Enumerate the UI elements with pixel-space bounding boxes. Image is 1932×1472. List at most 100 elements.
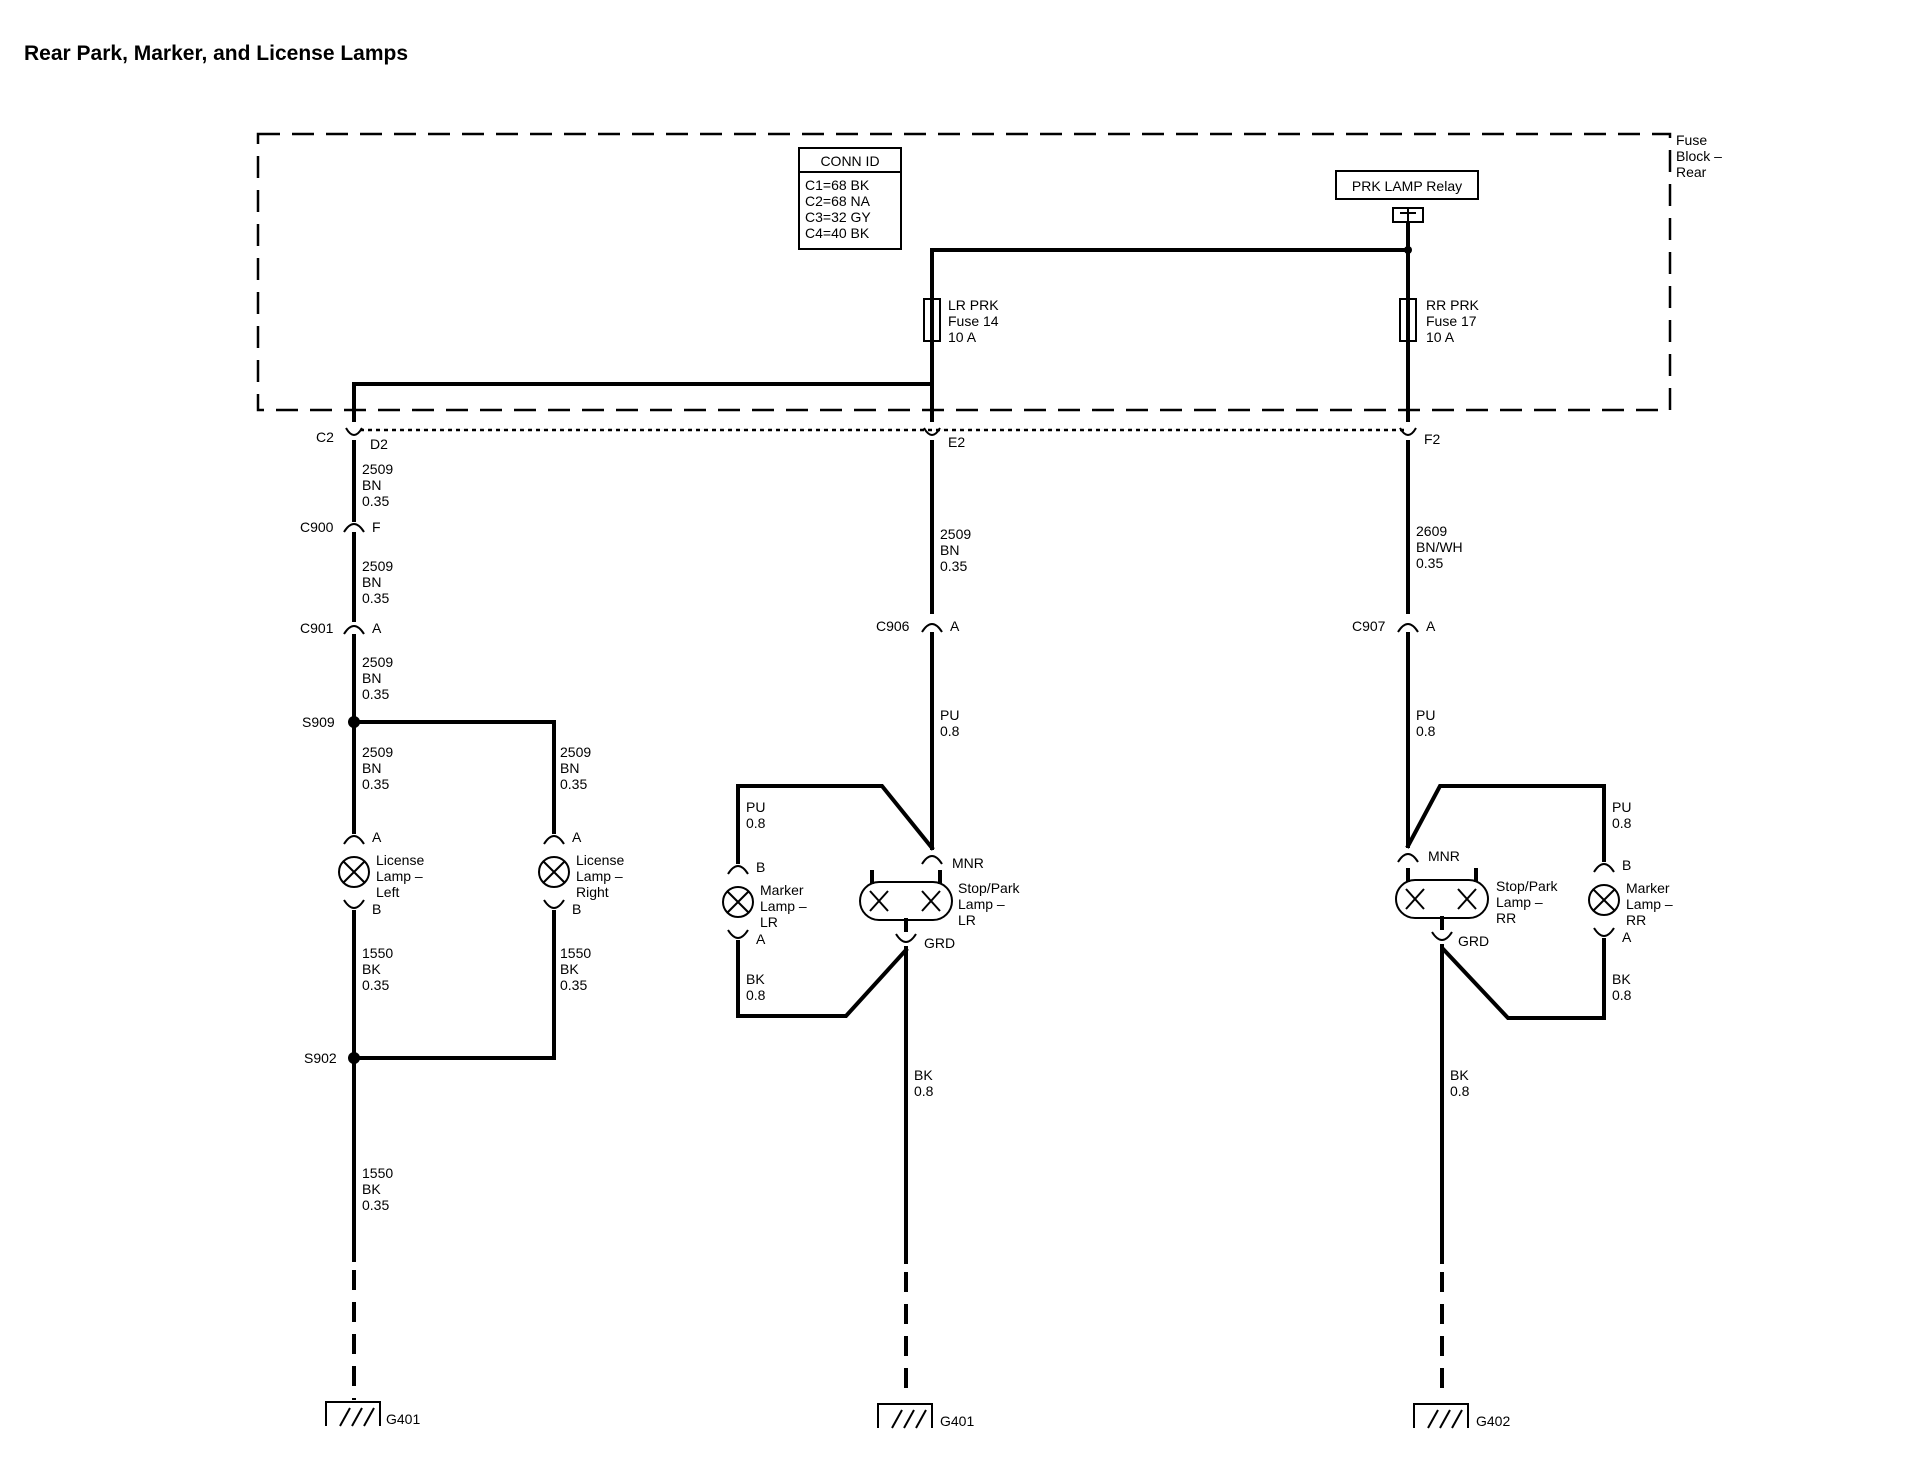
svg-text:A: A <box>572 829 582 845</box>
wire-label: 2509 BN 0.35 <box>940 526 971 574</box>
svg-text:0.8: 0.8 <box>1612 815 1632 831</box>
svg-text:MNR: MNR <box>952 855 984 871</box>
svg-text:Fuse 14: Fuse 14 <box>948 313 999 329</box>
svg-text:BK: BK <box>746 971 765 987</box>
ground-g402: G402 <box>1413 1403 1510 1429</box>
svg-text:Lamp –: Lamp – <box>1626 896 1673 912</box>
svg-text:A: A <box>950 618 960 634</box>
svg-text:BK: BK <box>560 961 579 977</box>
svg-text:C906: C906 <box>876 618 910 634</box>
wire-label: PU 0.8 <box>746 799 766 831</box>
svg-text:0.35: 0.35 <box>1416 555 1443 571</box>
fuse-lr-prk: LR PRK Fuse 14 10 A <box>923 297 999 345</box>
svg-text:C907: C907 <box>1352 618 1386 634</box>
conn-id-row: C1=68 BK <box>805 177 870 193</box>
svg-text:Left: Left <box>376 884 399 900</box>
wire-label: PU 0.8 <box>1416 707 1436 739</box>
svg-text:PU: PU <box>746 799 765 815</box>
svg-text:Lamp –: Lamp – <box>376 868 423 884</box>
svg-text:0.8: 0.8 <box>746 815 766 831</box>
svg-text:BN: BN <box>362 670 381 686</box>
svg-text:0.8: 0.8 <box>1612 987 1632 1003</box>
svg-text:BK: BK <box>1450 1067 1469 1083</box>
wire-label: 1550 BK 0.35 <box>362 945 393 993</box>
svg-text:10 A: 10 A <box>948 329 977 345</box>
svg-text:A: A <box>1426 618 1436 634</box>
svg-text:G401: G401 <box>386 1411 420 1427</box>
fuse-block-outline <box>256 132 1672 412</box>
svg-text:0.35: 0.35 <box>940 558 967 574</box>
svg-text:2509: 2509 <box>940 526 971 542</box>
wire-label: PU 0.8 <box>940 707 960 739</box>
svg-text:RR: RR <box>1626 912 1646 928</box>
svg-text:Rear: Rear <box>1676 164 1707 180</box>
connector-e2: E2 <box>923 427 965 450</box>
svg-text:C900: C900 <box>300 519 334 535</box>
svg-text:2509: 2509 <box>362 744 393 760</box>
connector-c906: C906 A <box>876 618 960 850</box>
svg-text:Right: Right <box>576 884 609 900</box>
wire-label: PU 0.8 <box>1612 799 1632 831</box>
svg-text:GRD: GRD <box>924 935 955 951</box>
marker-lamp-lr: B Marker Lamp – LR A <box>722 859 807 947</box>
connector-c901: C901 A <box>300 620 382 724</box>
svg-text:MNR: MNR <box>1428 848 1460 864</box>
wire-label: 2509 BN 0.35 <box>362 558 393 606</box>
svg-text:G401: G401 <box>940 1413 974 1429</box>
stop-park-lamp-rr: MNR Stop/Park Lamp – RR GRD <box>1395 848 1558 949</box>
relay-label: PRK LAMP Relay <box>1352 178 1462 194</box>
svg-text:Marker: Marker <box>1626 880 1670 896</box>
wire-label: 2509 BN 0.35 <box>362 744 393 792</box>
svg-text:BN: BN <box>940 542 959 558</box>
svg-text:Lamp –: Lamp – <box>1496 894 1543 910</box>
svg-text:PU: PU <box>1416 707 1435 723</box>
wire-label: 2609 BN/WH 0.35 <box>1416 523 1463 571</box>
svg-text:F2: F2 <box>1424 431 1441 447</box>
svg-text:BK: BK <box>362 961 381 977</box>
svg-text:Lamp –: Lamp – <box>760 898 807 914</box>
svg-text:B: B <box>572 901 581 917</box>
svg-text:2509: 2509 <box>362 558 393 574</box>
stop-park-lamp-lr: MNR Stop/Park Lamp – LR GRD <box>859 855 1020 951</box>
svg-text:D2: D2 <box>370 436 388 452</box>
svg-text:BN: BN <box>362 574 381 590</box>
ground-g401-left: G401 <box>325 1401 420 1427</box>
svg-text:2609: 2609 <box>1416 523 1447 539</box>
svg-text:A: A <box>372 829 382 845</box>
svg-text:B: B <box>372 901 381 917</box>
wire-label: 2509 BN 0.35 <box>362 654 393 702</box>
license-lamp-left: A License Lamp – Left B <box>338 829 424 917</box>
diagram-title: Rear Park, Marker, and License Lamps <box>24 42 408 65</box>
svg-text:Marker: Marker <box>760 882 804 898</box>
svg-text:License: License <box>376 852 424 868</box>
svg-text:Block –: Block – <box>1676 148 1722 164</box>
connector-c907: C907 A <box>1352 618 1436 848</box>
svg-text:Lamp –: Lamp – <box>958 896 1005 912</box>
wire-label: BK 0.8 <box>746 971 766 1003</box>
svg-text:10 A: 10 A <box>1426 329 1455 345</box>
svg-text:License: License <box>576 852 624 868</box>
svg-text:LR: LR <box>958 912 976 928</box>
svg-text:2509: 2509 <box>362 654 393 670</box>
svg-text:BK: BK <box>1612 971 1631 987</box>
connector-f2: F2 <box>1399 427 1441 447</box>
svg-text:RR PRK: RR PRK <box>1426 297 1480 313</box>
connector-c900: C900 F <box>300 519 381 622</box>
svg-text:BN/WH: BN/WH <box>1416 539 1463 555</box>
svg-text:0.35: 0.35 <box>560 776 587 792</box>
license-lamp-right: A License Lamp – Right B <box>538 829 624 917</box>
svg-text:2509: 2509 <box>560 744 591 760</box>
fuse-rr-prk: RR PRK Fuse 17 10 A <box>1399 297 1480 345</box>
svg-text:2509: 2509 <box>362 461 393 477</box>
svg-text:0.35: 0.35 <box>362 686 389 702</box>
svg-text:BN: BN <box>362 477 381 493</box>
svg-text:0.8: 0.8 <box>940 723 960 739</box>
svg-text:S902: S902 <box>304 1050 337 1066</box>
svg-text:Stop/Park: Stop/Park <box>958 880 1020 896</box>
svg-text:A: A <box>756 931 766 947</box>
svg-text:0.35: 0.35 <box>362 776 389 792</box>
svg-text:0.35: 0.35 <box>362 590 389 606</box>
splice-s902: S902 <box>304 1050 360 1066</box>
svg-text:Lamp –: Lamp – <box>576 868 623 884</box>
conn-id-row: C3=32 GY <box>805 209 871 225</box>
